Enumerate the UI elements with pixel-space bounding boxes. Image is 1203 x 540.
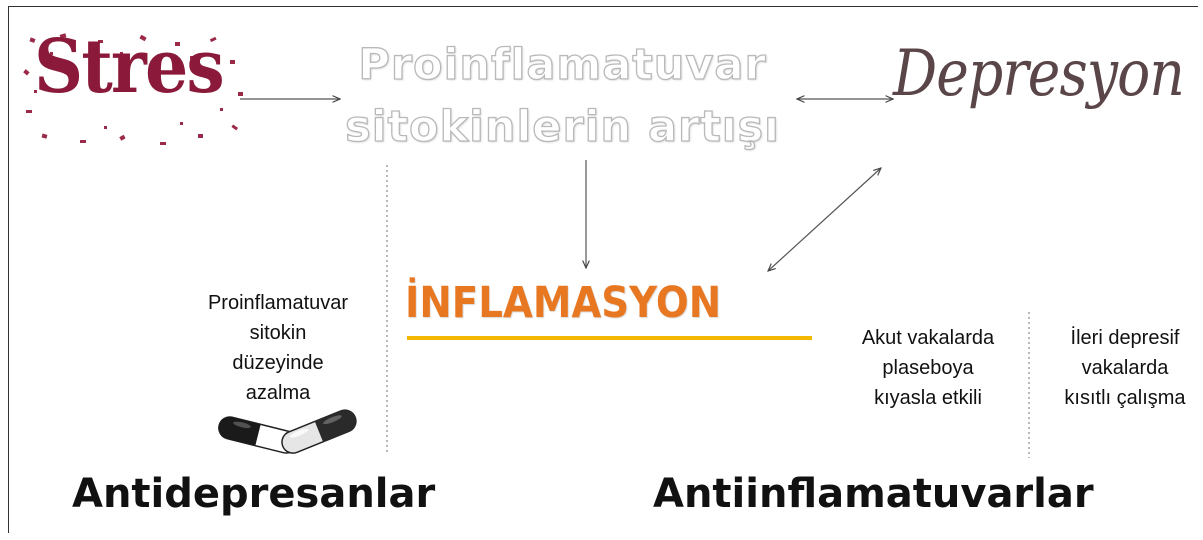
note-line: düzeyinde xyxy=(232,352,324,374)
inflamasyon-underline xyxy=(407,336,812,340)
node-stres: Stres xyxy=(34,24,225,110)
category-antidepresanlar: Antidepresanlar xyxy=(72,471,436,517)
note-line: kısıtlı çalışma xyxy=(1064,387,1186,409)
cytokine-line-2: sitokinlerin artışı xyxy=(345,101,780,152)
stres-speckles xyxy=(23,33,243,145)
arrow-inflamasyon-depresyon xyxy=(768,168,881,271)
node-depresyon: Depresyon xyxy=(893,37,1185,111)
note-line: vakalarda xyxy=(1081,357,1169,379)
note-line: kıyasla etkili xyxy=(874,387,982,409)
note-acute-cases: Akut vakalarda plaseboya kıyasla etkili xyxy=(828,323,1028,413)
note-line: azalma xyxy=(245,382,311,404)
node-proinflammatory-cytokines: Proinflamatuvar sitokinlerin artışı xyxy=(310,34,815,158)
note-line: İleri depresif xyxy=(1070,327,1180,349)
note-antidepressant-effect: Proinflamatuvar sitokin düzeyinde azalma xyxy=(168,288,388,408)
note-line: sitokin xyxy=(249,322,307,344)
note-advanced-cases: İleri depresif vakalarda kısıtlı çalışma xyxy=(1030,323,1203,413)
pill-capsules-icon xyxy=(218,409,357,454)
category-antiinflamatuvarlar: Antiinflamatuvarlar xyxy=(653,471,1094,517)
diagram-frame xyxy=(8,6,1198,533)
cytokine-line-1: Proinflamatuvar xyxy=(358,39,767,90)
note-line: plaseboya xyxy=(882,357,974,379)
note-line: Akut vakalarda xyxy=(861,327,995,349)
node-inflamasyon: İNFLAMASYON xyxy=(405,278,722,328)
note-line: Proinflamatuvar xyxy=(207,292,349,314)
